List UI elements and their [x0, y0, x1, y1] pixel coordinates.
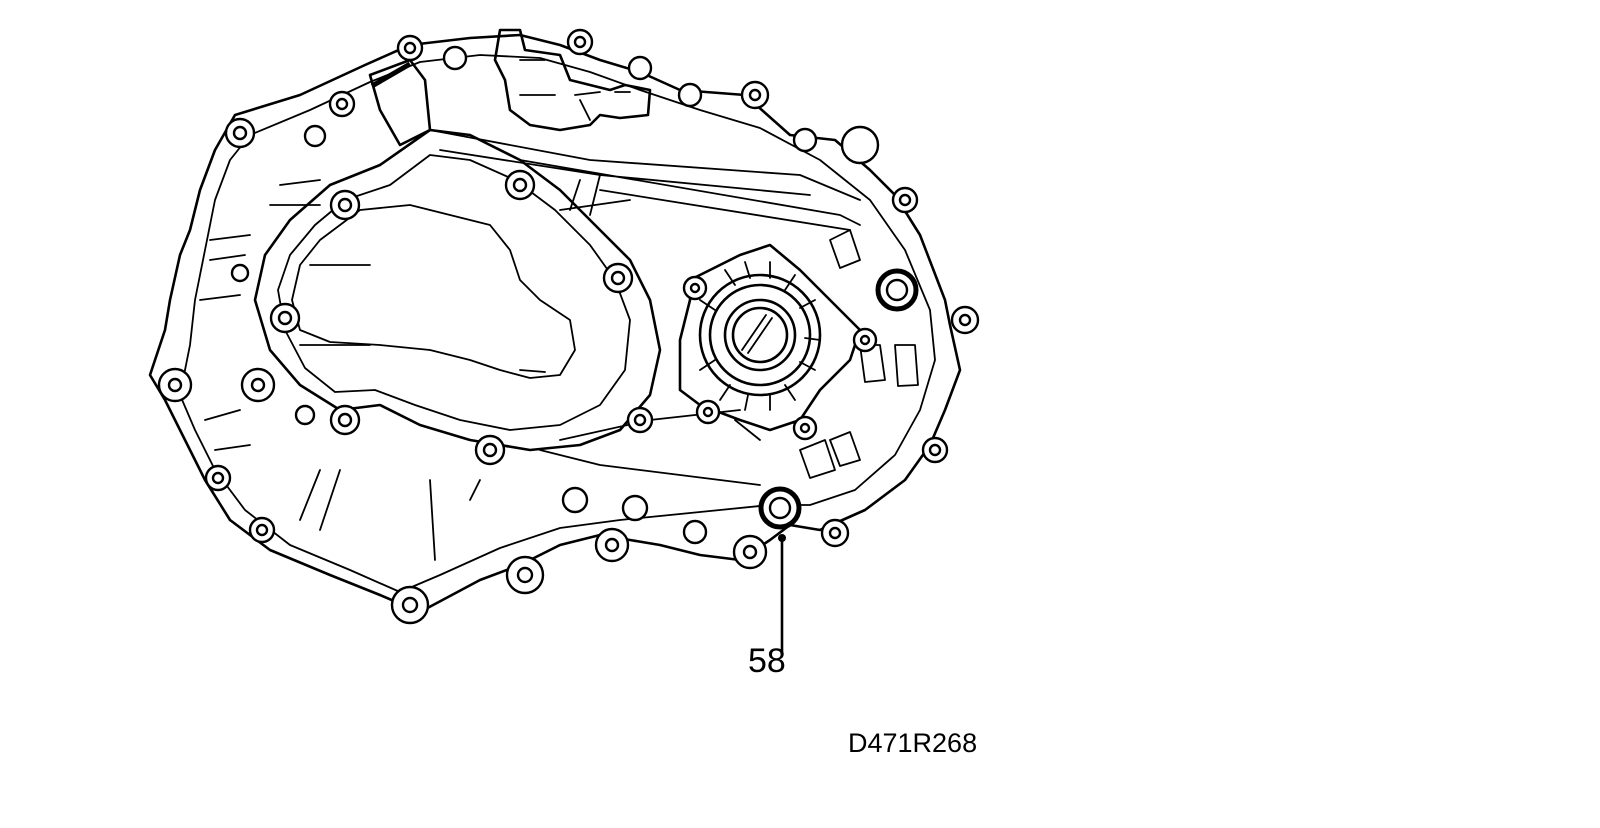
bolt-bosses	[157, 28, 980, 625]
bell-housing-lip	[299, 264, 546, 373]
shift-bracket-band	[370, 61, 412, 89]
callout-label-58: 58	[748, 642, 786, 680]
filler-plug-icon	[875, 268, 919, 312]
differential-flange	[678, 243, 862, 432]
drain-plug-icon	[758, 486, 802, 530]
top-actuator	[493, 28, 652, 132]
top-actuator-detail	[519, 59, 631, 121]
bell-housing-recess	[291, 204, 576, 379]
bell-housing-opening	[253, 128, 662, 452]
leader-line-icon	[778, 534, 786, 652]
figure-reference-code: D471R268	[848, 728, 978, 758]
bell-housing-inner	[277, 154, 631, 431]
right-ribs	[799, 229, 919, 479]
shift-bracket	[368, 58, 432, 147]
